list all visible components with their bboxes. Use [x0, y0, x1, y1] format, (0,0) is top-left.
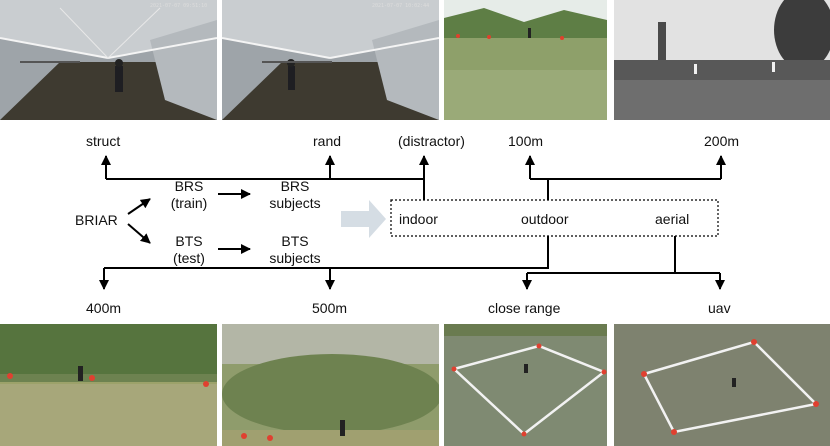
setting-outdoor: outdoor [521, 211, 569, 227]
photo-100m [444, 0, 607, 120]
label-briar: BRIAR [75, 212, 118, 228]
bts-subjects: BTS subjects [260, 233, 330, 267]
split-bts-name: BTS [175, 233, 203, 249]
arrow-briar-to-bts [127, 223, 151, 244]
photo-uav [614, 324, 830, 446]
split-brs-role: (train) [170, 195, 208, 211]
label-200m: 200m [704, 133, 740, 149]
brs-subjects: BRS subjects [260, 178, 330, 212]
photo-indoor-struct: 2021-07-07 09:51:10 [0, 0, 217, 120]
label-close-range: close range [488, 300, 561, 316]
label-400m: 400m [86, 300, 122, 316]
photo-500m [222, 324, 439, 446]
setting-indoor: indoor [399, 211, 438, 227]
label-100m: 100m [508, 133, 544, 149]
split-brs: BRS (train) [160, 178, 218, 212]
split-bts-role: (test) [173, 250, 205, 266]
split-brs-name: BRS [174, 178, 204, 194]
photo-200m [614, 0, 830, 120]
bottom-aerial-bus [527, 236, 676, 274]
arrow-briar-to-brs [127, 198, 151, 215]
brs-subjects-word: subjects [269, 195, 321, 211]
timestamp-struct: 2021-07-07 09:51:10 [150, 3, 207, 9]
block-arrow [341, 200, 386, 238]
label-struct: struct [86, 133, 121, 149]
photo-400m [0, 324, 217, 446]
setting-aerial: aerial [655, 211, 690, 227]
label-distractor: (distractor) [398, 133, 465, 149]
photo-indoor-rand: 2021-07-07 10:02:44 [222, 0, 439, 120]
label-rand: rand [313, 133, 342, 149]
label-500m: 500m [312, 300, 348, 316]
photo-close-range [444, 324, 607, 446]
bottom-outdoor-bus [104, 236, 549, 269]
label-uav: uav [708, 300, 731, 316]
brs-subjects-name: BRS [280, 178, 310, 194]
bts-subjects-name: BTS [281, 233, 309, 249]
bts-subjects-word: subjects [269, 250, 321, 266]
settings-box [390, 199, 719, 237]
split-bts: BTS (test) [160, 233, 218, 267]
timestamp-rand: 2021-07-07 10:02:44 [372, 3, 429, 9]
